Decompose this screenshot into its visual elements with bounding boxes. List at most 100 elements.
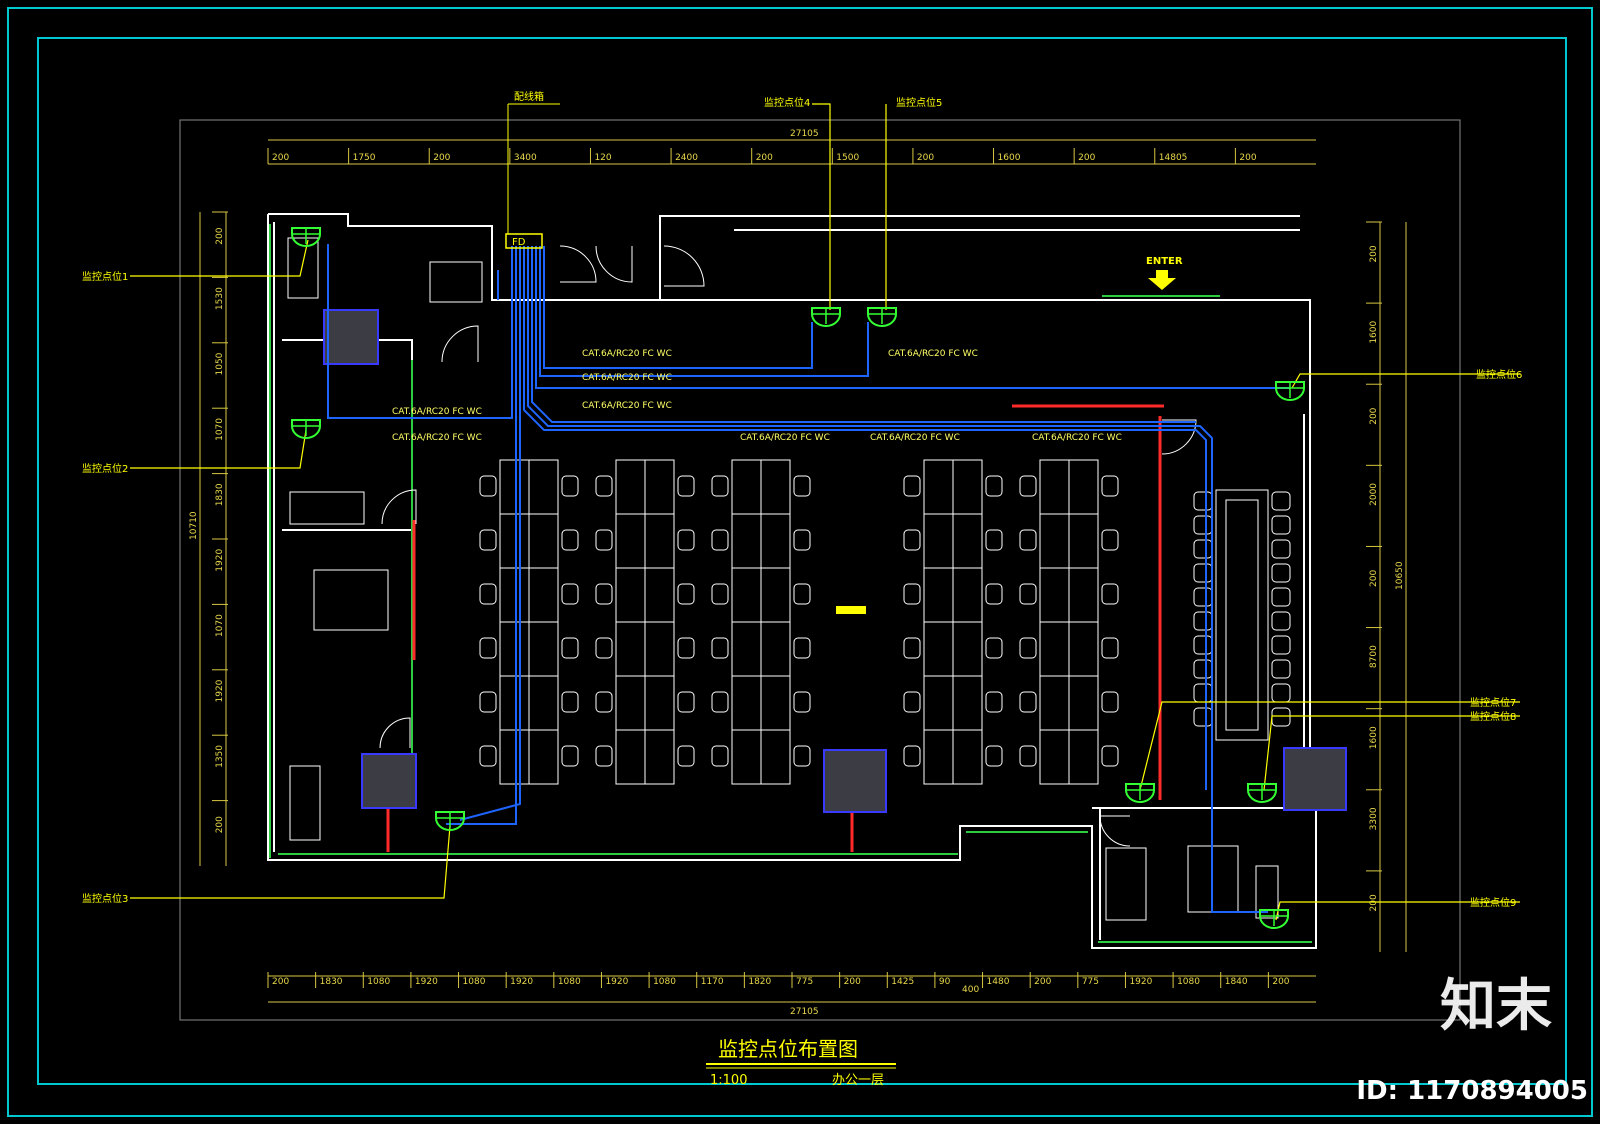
dimension-label: 1920 xyxy=(605,977,628,987)
chair xyxy=(561,637,579,659)
camera-icon xyxy=(435,811,465,831)
entrance-label: ENTER xyxy=(1146,256,1183,267)
camera-icon xyxy=(1275,381,1305,401)
dimension-label: 1530 xyxy=(215,287,225,310)
cable-label: CAT.6A/RC20 FC WC xyxy=(392,433,482,443)
cable-label: CAT.6A/RC20 FC WC xyxy=(740,433,830,443)
dimension-label: 200 xyxy=(215,816,225,833)
chair xyxy=(903,583,921,605)
dimension-label: 200 xyxy=(1369,245,1379,262)
dimension-label: 8700 xyxy=(1369,645,1379,668)
chair xyxy=(1193,491,1213,511)
dimension-label: 3300 xyxy=(1369,807,1379,830)
chair xyxy=(479,583,497,605)
cable-trays xyxy=(327,244,1290,913)
chair xyxy=(793,745,811,767)
chair xyxy=(595,745,613,767)
left-total-dimension: 10710 xyxy=(189,511,199,540)
cable-label: CAT.6A/RC20 FC WC xyxy=(582,373,672,383)
camera-label-4: 监控点位4 xyxy=(764,96,810,109)
sheet-boundary xyxy=(179,119,1461,1021)
chair xyxy=(1193,515,1213,535)
camera-label-9: 监控点位9 xyxy=(1470,896,1516,909)
cable-label: CAT.6A/RC20 FC WC xyxy=(870,433,960,443)
office-furniture xyxy=(287,237,1279,921)
drawing-title: 监控点位布置图 xyxy=(718,1037,858,1061)
chair xyxy=(677,583,695,605)
chair xyxy=(561,475,579,497)
dimension-label: 200 xyxy=(272,153,289,163)
meeting-chairs xyxy=(1193,491,1291,727)
chair xyxy=(903,691,921,713)
camera-symbols xyxy=(291,227,1305,929)
camera-icon xyxy=(811,307,841,327)
entrance-arrow-icon xyxy=(1148,270,1176,290)
right-total-dimension: 10650 xyxy=(1395,561,1405,590)
dimension-label: 14805 xyxy=(1159,153,1188,163)
chair xyxy=(1271,515,1291,535)
camera-icon xyxy=(1125,783,1155,803)
dimension-label: 200 xyxy=(756,153,773,163)
dimension-label: 200 xyxy=(1034,977,1051,987)
dimension-label: 1080 xyxy=(653,977,676,987)
dimension-label: 200 xyxy=(917,153,934,163)
camera-icon xyxy=(1259,909,1289,929)
distribution-box xyxy=(505,233,543,249)
outer-frame xyxy=(7,7,1593,1117)
dimension-label: 200 xyxy=(272,977,289,987)
dimension-label: 3400 xyxy=(514,153,537,163)
chair xyxy=(903,745,921,767)
chair xyxy=(793,475,811,497)
chair xyxy=(711,475,729,497)
distribution-box-tag: FD xyxy=(512,237,526,248)
cable-label: CAT.6A/RC20 FC WC xyxy=(582,401,672,411)
dimension-label: 1600 xyxy=(1369,726,1379,749)
chair xyxy=(793,529,811,551)
dimension-label: 200 xyxy=(1272,977,1289,987)
dimension-label: 1070 xyxy=(215,418,225,441)
chair xyxy=(677,691,695,713)
chair xyxy=(793,583,811,605)
camera-label-7: 监控点位7 xyxy=(1470,696,1516,709)
camera-icon xyxy=(867,307,897,327)
chair xyxy=(711,583,729,605)
dimension-label: 120 xyxy=(594,153,611,163)
dimension-label: 1920 xyxy=(215,679,225,702)
chair xyxy=(595,637,613,659)
dimension-label: 1920 xyxy=(510,977,533,987)
chair xyxy=(1271,587,1291,607)
chair xyxy=(1193,635,1213,655)
red-partition-lines xyxy=(386,404,1164,852)
window-glazing xyxy=(269,224,1312,943)
door-swings xyxy=(379,245,1197,847)
chair xyxy=(677,637,695,659)
dimension-label: 2000 xyxy=(1369,483,1379,506)
image-id-watermark: ID: 1170894005 xyxy=(1356,1076,1588,1106)
chair xyxy=(561,529,579,551)
dimension-label: 775 xyxy=(796,977,813,987)
distribution-box-label: 配线箱 xyxy=(514,90,544,103)
dimension-label: 1170 xyxy=(701,977,724,987)
camera-point-labels: 监控点位1 监控点位2 监控点位3 监控点位4 监控点位5 监控点位6 监控点位… xyxy=(82,96,1522,909)
chair xyxy=(711,691,729,713)
chair xyxy=(903,637,921,659)
dimension-label: 90 xyxy=(939,977,951,987)
dimension-label: 1750 xyxy=(353,153,376,163)
chair xyxy=(711,529,729,551)
chair xyxy=(1271,659,1291,679)
dimension-label: 1080 xyxy=(1177,977,1200,987)
speaker-marker xyxy=(836,606,866,614)
dimension-label: 1080 xyxy=(463,977,486,987)
chair xyxy=(793,691,811,713)
inner-frame xyxy=(37,37,1567,1085)
camera-icon xyxy=(291,419,321,439)
chair xyxy=(677,475,695,497)
dimension-lines xyxy=(199,139,1407,1003)
chair xyxy=(1193,611,1213,631)
dimension-label: 200 xyxy=(1369,407,1379,424)
chair xyxy=(479,691,497,713)
chair xyxy=(479,475,497,497)
chair xyxy=(595,475,613,497)
dimension-label: 1830 xyxy=(320,977,343,987)
